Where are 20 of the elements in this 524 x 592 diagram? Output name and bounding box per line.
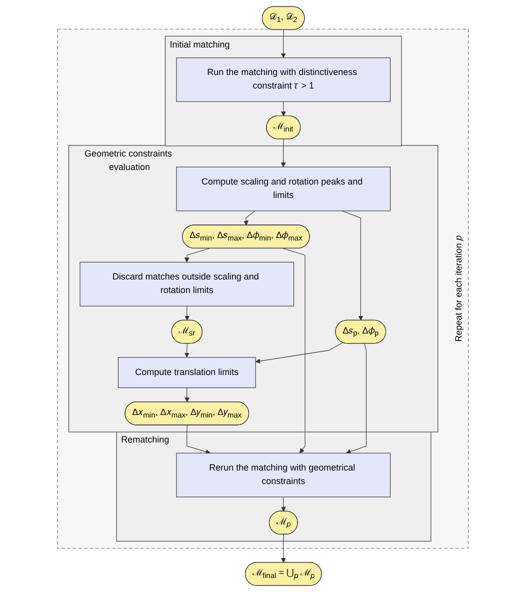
arrow <box>281 496 286 512</box>
arrow <box>184 387 190 402</box>
arrow <box>281 534 286 563</box>
arrow <box>281 101 286 116</box>
arrow <box>244 210 256 226</box>
arrow <box>282 248 306 454</box>
arrow <box>186 424 211 454</box>
node-box: Compute scaling and rotation peaks and limits <box>176 166 391 212</box>
arrow <box>184 306 190 321</box>
arrow <box>346 343 367 454</box>
arrow <box>281 30 286 58</box>
arrow <box>342 210 364 321</box>
node-box: Rerun the matching with geometrical constraints <box>176 452 391 498</box>
node-box: Compute translation limits <box>118 357 256 388</box>
arrow <box>256 342 344 364</box>
arrow <box>184 343 190 358</box>
node-box: Discard matches outside scaling and rotation limits <box>80 262 294 306</box>
node-box: Run the matching with distinctiveness constraint 𝜏 > 1 <box>176 58 391 102</box>
arrow <box>184 248 210 262</box>
arrow <box>281 138 286 168</box>
